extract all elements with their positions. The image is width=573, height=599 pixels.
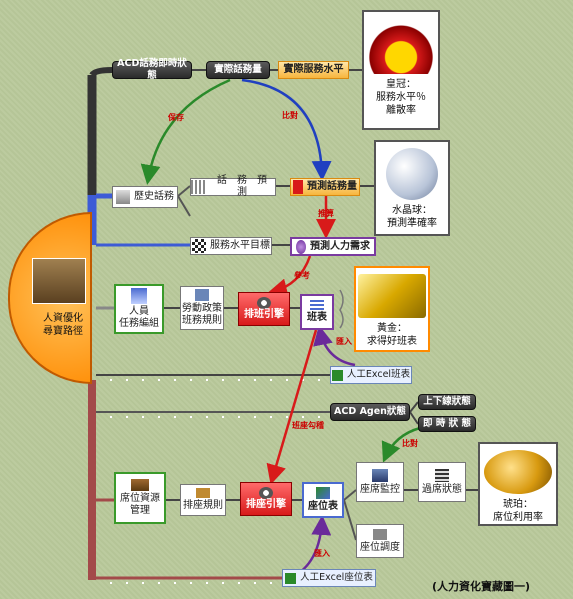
policy-icon	[195, 289, 209, 301]
edge-compare-top	[241, 78, 332, 181]
labor-policy-node[interactable]: 勞動政策班務規則	[180, 286, 224, 330]
desk-icon	[131, 479, 149, 491]
seat-status-node[interactable]: 過席狀態	[418, 462, 466, 502]
realtime-status-node[interactable]: 即 時 狀 態	[418, 416, 476, 432]
history-chart-icon	[116, 190, 130, 204]
root-treasure-chest-icon	[32, 258, 86, 304]
treasure-crystal: 水晶球：預測準確率	[374, 140, 450, 236]
forecast-traffic-icon	[293, 180, 303, 194]
staff-label-1: 人員	[129, 306, 149, 317]
schedule-table-label: 班表	[307, 312, 327, 323]
edge-label-compare-bottom: 比對	[402, 439, 418, 448]
schedule-engine-node[interactable]: 排班引擎	[238, 292, 290, 326]
crown-icon	[367, 18, 435, 74]
manual-excel-seat-label: 人工Excel座位表	[300, 572, 373, 583]
excel-icon-2	[285, 572, 297, 584]
forecast-staffing-label: 預測人力需求	[310, 240, 370, 252]
adjust-icon	[373, 528, 387, 540]
table-icon	[310, 300, 324, 310]
edge-save	[140, 78, 231, 185]
edge-import-top	[313, 325, 356, 367]
service-goal-label: 服務水平目標	[210, 240, 270, 251]
actual-service-level-node[interactable]: 實際服務水平	[278, 61, 349, 79]
treasure-amber: 琥珀：席位利用率	[478, 442, 558, 526]
forecast-chart-icon	[191, 180, 205, 194]
labor-label-1: 勞動政策	[182, 303, 222, 314]
gold-caption: 黃金：求得好班表	[367, 323, 417, 347]
history-traffic-label: 歷史話務	[134, 191, 174, 202]
seat-resource-node[interactable]: 席位資源管理	[114, 472, 166, 524]
edge-label-import-top: 匯入	[336, 337, 352, 346]
seat-rules-node[interactable]: 排座規則	[180, 484, 226, 516]
root-label: 人資優化尋寶路徑	[43, 313, 83, 337]
seat-label-2: 管理	[130, 505, 150, 516]
seat-map-icon	[316, 487, 330, 499]
people-icon	[296, 239, 306, 254]
edge-label-reference: 參考	[294, 271, 310, 280]
edge-label-shift-mapping: 班座勾稽	[292, 421, 324, 430]
staff-grouping-node[interactable]: 人員任務編組	[114, 284, 164, 334]
roster-icon	[131, 288, 147, 304]
service-goal-node[interactable]: 服務水平目標	[190, 237, 272, 255]
amber-caption: 琥珀：席位利用率	[493, 499, 543, 523]
crystal-ball-icon	[386, 148, 438, 200]
seat-adjust-node[interactable]: 座位調度	[356, 524, 404, 558]
status-panel-icon	[435, 468, 449, 482]
rules-icon	[196, 488, 210, 498]
seat-monitor-label: 座席監控	[360, 483, 400, 495]
manual-excel-seat-node[interactable]: 人工Excel座位表	[282, 569, 376, 587]
treasure-crown: 皇冠：服務水平％離散率	[362, 10, 440, 130]
manual-excel-schedule-node[interactable]: 人工Excel班表	[330, 366, 412, 384]
edge-label-compare-top: 比對	[282, 111, 298, 120]
schedule-table-node[interactable]: 班表	[300, 294, 334, 330]
crystal-caption: 水晶球：預測準確率	[387, 205, 437, 229]
acd-agent-node[interactable]: ACD Agen狀態	[330, 403, 410, 421]
excel-icon	[331, 369, 343, 381]
edge-shift-mapping	[266, 329, 318, 485]
forecast-traffic-node[interactable]: 預測話務量	[290, 178, 360, 196]
seat-status-label: 過席狀態	[422, 483, 462, 495]
seat-adjust-label: 座位調度	[360, 541, 400, 553]
footer-caption: (人力資化寶藏圖一)	[432, 580, 531, 593]
edge-compare-bottom	[381, 426, 421, 463]
seat-monitor-node[interactable]: 座席監控	[356, 462, 404, 502]
forecast-staffing-node[interactable]: 預測人力需求	[290, 237, 376, 256]
actual-traffic-node[interactable]: 實際話務量	[206, 61, 270, 79]
acd-realtime-node[interactable]: ACD話務即時狀態	[112, 58, 192, 81]
schedule-engine-label: 排班引擎	[244, 309, 284, 320]
forecast-traffic-label: 預測話務量	[307, 181, 357, 192]
crown-caption: 皇冠：服務水平％離散率	[376, 79, 426, 116]
amber-icon	[484, 450, 552, 494]
seat-engine-node[interactable]: 排座引擎	[240, 482, 292, 516]
staff-label-2: 任務編組	[119, 318, 159, 329]
manual-excel-schedule-label: 人工Excel班表	[346, 369, 411, 380]
gold-bar-icon	[358, 274, 426, 318]
gear-icon	[257, 297, 271, 309]
seat-table-node[interactable]: 座位表	[302, 482, 344, 518]
seat-label-1: 席位資源	[120, 493, 160, 504]
monitor-icon	[372, 468, 388, 482]
edge-reference	[267, 255, 312, 299]
seat-rules-label: 排座規則	[183, 500, 223, 511]
traffic-forecast-node[interactable]: 話 務 預 測	[190, 175, 277, 198]
seat-table-label: 座位表	[308, 501, 338, 512]
traffic-forecast-label: 話 務 預 測	[217, 175, 277, 198]
treasure-gold: 黃金：求得好班表	[354, 266, 430, 352]
edge-label-derive: 推算	[318, 209, 334, 218]
online-status-node[interactable]: 上下線狀態	[418, 394, 476, 410]
seat-engine-label: 排座引擎	[246, 499, 286, 510]
labor-label-2: 班務規則	[182, 315, 222, 326]
checker-flag-icon	[192, 239, 206, 253]
gear-icon-2	[259, 487, 273, 499]
history-traffic-node[interactable]: 歷史話務	[112, 186, 178, 208]
edge-label-save: 保存	[168, 113, 184, 122]
edge-label-import-bottom: 匯入	[314, 549, 330, 558]
